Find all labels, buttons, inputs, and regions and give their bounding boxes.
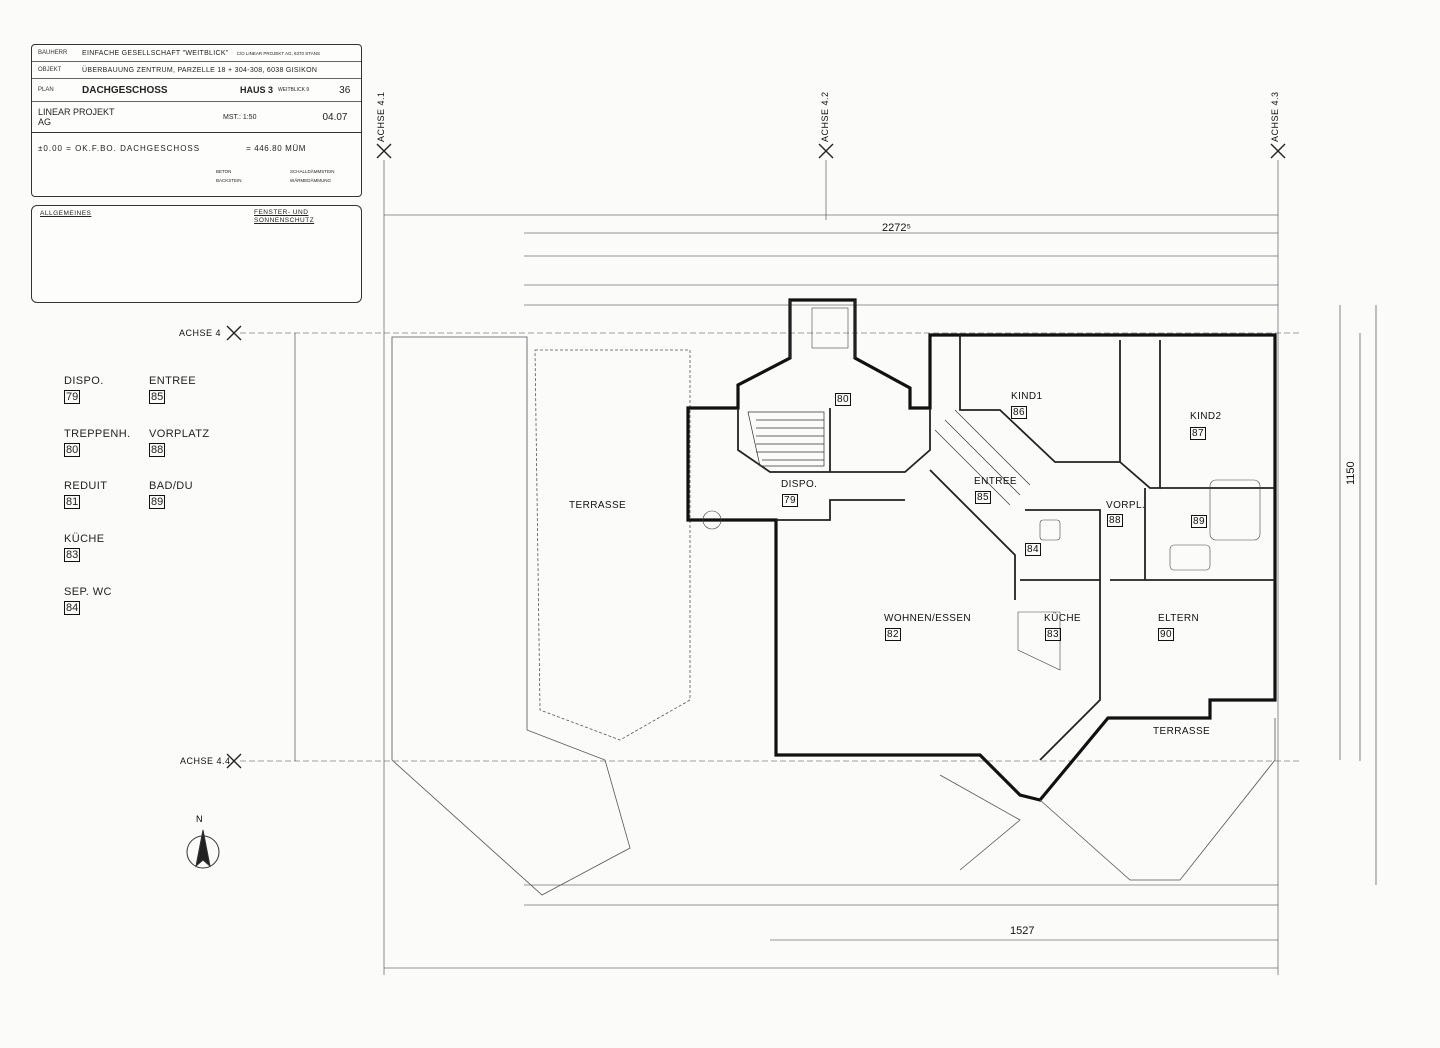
roomlist-kueche-no: 83 xyxy=(64,548,81,562)
plan-number: 36 xyxy=(339,84,351,96)
dim-right-height: 1150 xyxy=(1345,461,1357,485)
room-wc-no: 84 xyxy=(1025,543,1041,556)
roomlist-reduit-no: 81 xyxy=(64,495,81,509)
roomlist-dispo-name: DISPO. xyxy=(64,375,104,387)
roomlist-treppenh-name: TREPPENH. xyxy=(64,428,131,440)
roomlist-baddu-no: 89 xyxy=(149,495,166,509)
room-vorpl: VORPL. xyxy=(1106,500,1146,511)
room-eltern: ELTERN xyxy=(1158,613,1200,624)
roomlist-reduit-name: REDUIT xyxy=(64,480,108,492)
title-block: BAUHERR EINFACHE GESELLSCHAFT "WEITBLICK… xyxy=(31,44,362,197)
dim-lower-width: 1527 xyxy=(1010,925,1035,937)
roomlist-sepwc-no: 84 xyxy=(64,601,81,615)
material-beton: BETON xyxy=(216,169,232,174)
dim-overall-width: 2272⁵ xyxy=(882,222,912,234)
interior-walls xyxy=(737,300,1275,761)
roomlist-kueche-name: KÜCHE xyxy=(64,533,105,545)
dimension-lines xyxy=(294,214,1377,969)
room-dispo-no: 79 xyxy=(782,494,798,507)
room-wohnen: WOHNEN/ESSEN xyxy=(884,613,972,624)
objekt-value: ÜBERBAUUNG ZENTRUM, PARZELLE 18 + 304-30… xyxy=(82,66,318,74)
room-eltern-no: 90 xyxy=(1158,628,1174,641)
objekt-key: OBJEKT xyxy=(38,67,62,73)
firm-name: LINEAR PROJEKT AG xyxy=(38,107,115,127)
room-kind1: KIND1 xyxy=(1011,391,1043,402)
roomlist-sepwc-name: SEP. WC xyxy=(64,586,112,598)
room-vorpl-no: 88 xyxy=(1107,514,1123,527)
roomlist-treppenh: TREPPENH. 80 xyxy=(64,428,131,458)
roomlist-entree: ENTREE 85 xyxy=(149,375,196,405)
roomlist-entree-name: ENTREE xyxy=(149,375,197,387)
roomlist-reduit: REDUIT 81 xyxy=(64,480,107,510)
room-kueche-no: 83 xyxy=(1045,628,1061,641)
room-kind1-no: 86 xyxy=(1011,406,1027,419)
roomlist-baddu-name: BAD/DU xyxy=(149,480,193,492)
material-schalldaemm: SCHALLDÄMMSTEIN xyxy=(290,169,335,174)
roomlist-vorplatz-name: VORPLATZ xyxy=(149,428,210,440)
north-arrow xyxy=(186,829,220,869)
roomlist-entree-no: 85 xyxy=(149,390,166,404)
bauherr-note: C/O LINEAR PROJEKT AG, 6370 STANS xyxy=(236,50,320,56)
room-kind2: KIND2 xyxy=(1190,411,1222,422)
abbreviation-legend: ALLGEMEINES FENSTER- UND SONNENSCHUTZ xyxy=(31,205,362,303)
room-bad-no: 89 xyxy=(1191,515,1207,528)
roomlist-kueche: KÜCHE 83 xyxy=(64,533,105,563)
room-dispo: DISPO. xyxy=(781,479,818,490)
roomlist-vorplatz: VORPLATZ 88 xyxy=(149,428,209,458)
room-entree: ENTREE xyxy=(974,476,1017,487)
room-wohnen-no: 82 xyxy=(885,628,901,641)
room-terrasse-west: TERRASSE xyxy=(569,500,627,511)
bauherr-key: BAUHERR xyxy=(38,50,68,56)
roomlist-dispo-no: 79 xyxy=(64,390,81,404)
roomlist-treppenh-no: 80 xyxy=(64,443,81,457)
haus-label: HAUS 3 xyxy=(240,85,274,95)
roomlist-sepwc: SEP. WC 84 xyxy=(64,586,112,616)
axis-markers xyxy=(226,143,1286,769)
legend-heading-sun: FENSTER- UND SONNENSCHUTZ xyxy=(254,209,315,224)
roomlist-baddu: BAD/DU 89 xyxy=(149,480,193,510)
room-treppenh-no: 80 xyxy=(835,393,851,406)
weitblick-label: WEITBLICK 9 xyxy=(278,87,310,93)
exterior-walls xyxy=(686,298,1277,802)
axis-4-4-label: ACHSE 4.4 xyxy=(180,756,231,766)
grid-axes xyxy=(240,160,1300,975)
scale-label: MST.: 1:50 xyxy=(223,113,257,121)
material-backstein: BACKSTEIN xyxy=(216,178,242,183)
room-kind2-no: 87 xyxy=(1190,427,1206,440)
legend-heading-general: ALLGEMEINES xyxy=(40,210,92,217)
roomlist-dispo: DISPO. 79 xyxy=(64,375,104,405)
level-line: ±0.00 = OK.F.BO. DACHGESCHOSS xyxy=(38,143,201,153)
stairs xyxy=(747,409,1031,506)
room-entree-no: 85 xyxy=(975,491,991,504)
terrace-east xyxy=(939,718,1276,881)
room-terrasse-east: TERRASSE xyxy=(1153,726,1211,737)
room-kueche: KÜCHE xyxy=(1044,613,1082,624)
plan-value: DACHGESCHOSS xyxy=(82,84,168,96)
terrace-west xyxy=(391,336,691,896)
level-value: = 446.80 MÜM xyxy=(246,143,307,153)
axis-4-label: ACHSE 4 xyxy=(179,328,222,338)
plan-revision: 04.07 xyxy=(322,111,348,123)
north-label: N xyxy=(196,814,203,824)
fixtures xyxy=(702,307,1261,671)
material-waerme: WÄRMEDÄMMUNG xyxy=(290,178,331,183)
roomlist-vorplatz-no: 88 xyxy=(149,443,166,457)
bauherr-value: EINFACHE GESELLSCHAFT "WEITBLICK" xyxy=(82,49,229,57)
plan-key: PLAN xyxy=(38,87,54,93)
